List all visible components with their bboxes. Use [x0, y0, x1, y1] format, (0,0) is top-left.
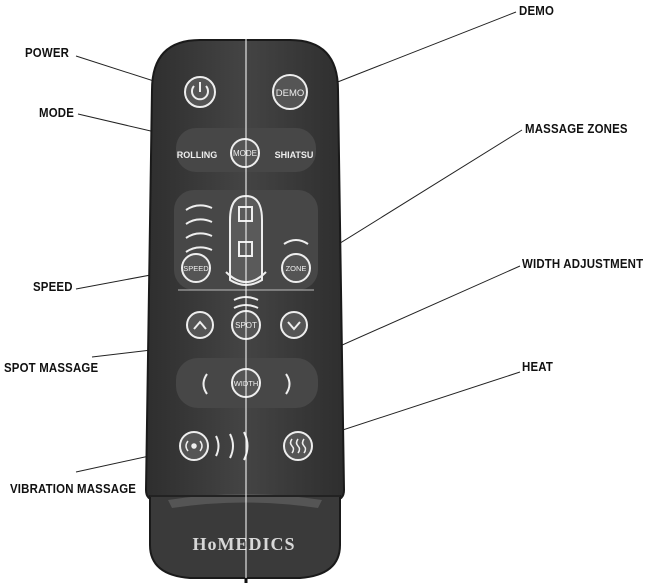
chevron-down-icon [287, 321, 301, 331]
demo-button[interactable]: DEMO [272, 74, 308, 110]
callout-speed: SPEED [33, 279, 73, 294]
callout-heat: HEAT [522, 359, 554, 374]
demo-button-label: DEMO [276, 88, 305, 99]
speed-indicator-arcs [185, 204, 213, 253]
zone-button[interactable]: ZONE [281, 253, 311, 283]
heat-icon [289, 438, 307, 454]
callout-spot-massage: SPOT MASSAGE [4, 360, 99, 375]
callout-massage-zones: MASSAGE ZONES [525, 121, 628, 136]
callout-power: POWER [25, 45, 70, 60]
power-button[interactable] [184, 76, 216, 108]
callout-width-adjustment: WIDTH ADJUSTMENT [522, 256, 644, 271]
vibration-button[interactable] [179, 431, 209, 461]
zone-button-label: ZONE [286, 264, 307, 273]
brand-logo: HoMEDICS [192, 534, 295, 554]
callout-mode: MODE [39, 105, 75, 120]
chevron-up-icon [193, 320, 207, 330]
zone-indicator-arcs [283, 239, 309, 245]
shiatsu-label: SHIATSU [275, 150, 314, 160]
base-bevel [168, 494, 322, 508]
up-button[interactable] [186, 311, 214, 339]
vibration-icon [185, 440, 203, 452]
mode-button-label: MODE [233, 149, 257, 158]
down-button[interactable] [280, 311, 308, 339]
width-left-arc [202, 373, 208, 395]
power-icon [191, 85, 209, 101]
width-right-arc [285, 373, 291, 395]
speed-button-label: SPEED [183, 264, 209, 273]
callout-demo: DEMO [519, 3, 555, 18]
callout-vibration-massage: VIBRATION MASSAGE [10, 481, 137, 496]
speed-button[interactable]: SPEED [181, 253, 211, 283]
heat-button[interactable] [283, 431, 313, 461]
remote-base [149, 495, 341, 579]
rolling-label: ROLLING [177, 150, 218, 160]
vibration-level-arcs [215, 431, 249, 461]
mode-button[interactable]: MODE [230, 138, 260, 168]
